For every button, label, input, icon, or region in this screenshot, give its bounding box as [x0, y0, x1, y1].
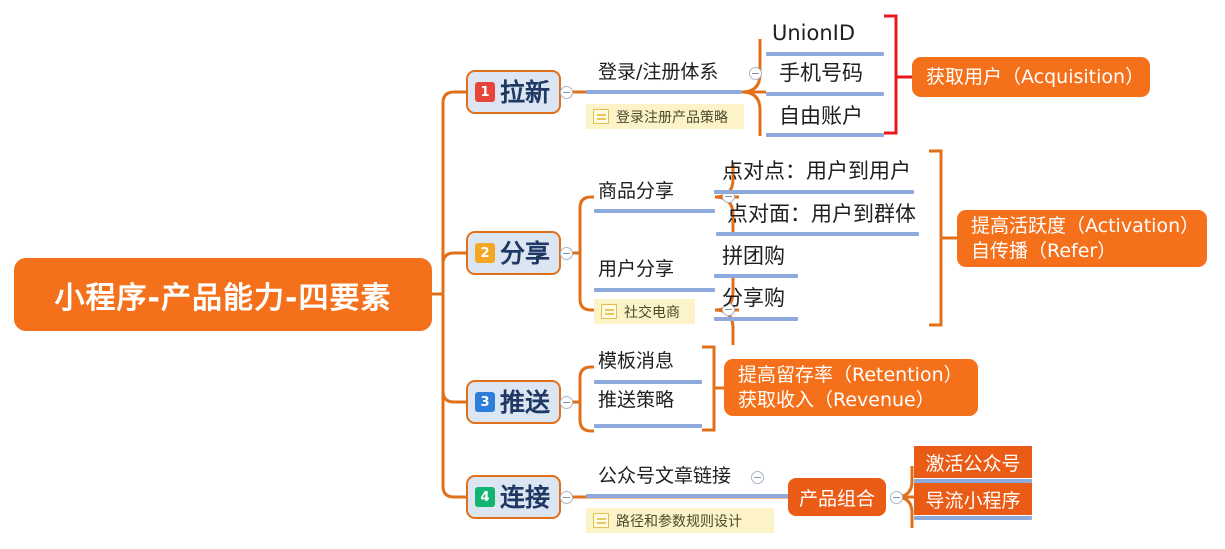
- branch-badge-1: 1: [475, 82, 495, 102]
- branch-node-4[interactable]: 4 连接: [466, 475, 562, 519]
- chip-leaf-4-2[interactable]: 导流小程序: [914, 483, 1032, 515]
- leaf-topic-1-2[interactable]: 手机号码: [779, 61, 863, 85]
- callout-line: 获取用户（Acquisition）: [926, 65, 1145, 88]
- leaf-underline: [716, 232, 919, 236]
- leaf-underline: [714, 274, 798, 278]
- note-label: 路径和参数规则设计: [616, 513, 742, 530]
- leaf-topic-2-1[interactable]: 点对点：用户到用户: [722, 159, 911, 183]
- collapse-minus-icon[interactable]: [751, 471, 764, 484]
- branch-label-2: 分享: [500, 238, 551, 268]
- collapse-minus-icon[interactable]: [560, 491, 573, 504]
- branch-label-4: 连接: [500, 482, 551, 512]
- subtopic-4-1[interactable]: 公众号文章链接: [598, 465, 732, 487]
- collapse-minus-icon[interactable]: [560, 247, 573, 260]
- leaf-underline: [766, 92, 884, 96]
- subtopic-underline: [586, 494, 788, 498]
- branch-badge-4: 4: [475, 487, 495, 507]
- note-lines-icon: [593, 109, 609, 124]
- subtopic-underline: [594, 424, 702, 428]
- note-label: 登录注册产品策略: [616, 109, 728, 126]
- branch-node-3[interactable]: 3 推送: [466, 380, 562, 424]
- collapse-minus-icon[interactable]: [890, 491, 903, 504]
- product-combo-chip[interactable]: 产品组合: [788, 478, 886, 516]
- leaf-underline: [766, 52, 884, 56]
- branch-node-1[interactable]: 1 拉新: [466, 70, 562, 114]
- branch-badge-3: 3: [475, 392, 495, 412]
- collapse-minus-icon[interactable]: [749, 67, 762, 80]
- note-box-4[interactable]: 路径和参数规则设计: [586, 508, 774, 533]
- collapse-minus-icon[interactable]: [560, 396, 573, 409]
- branch-badge-2: 2: [475, 243, 495, 263]
- leaf-topic-1-1[interactable]: UnionID: [772, 21, 856, 45]
- note-lines-icon: [593, 513, 609, 528]
- subtopic-underline: [594, 209, 715, 213]
- subtopic-2-2[interactable]: 用户分享: [598, 258, 675, 280]
- leaf-topic-2-2[interactable]: 点对面：用户到群体: [727, 202, 916, 226]
- branch-label-1: 拉新: [500, 77, 551, 107]
- subtopic-underline: [594, 380, 702, 384]
- leaf-topic-2-3[interactable]: 拼团购: [722, 244, 785, 268]
- subtopic-1-1[interactable]: 登录/注册体系: [598, 61, 719, 83]
- branch-node-2[interactable]: 2 分享: [466, 231, 562, 275]
- root-topic-label: 小程序-产品能力-四要素: [54, 280, 392, 316]
- branch-label-3: 推送: [500, 387, 551, 417]
- note-lines-icon: [601, 304, 617, 319]
- leaf-underline: [914, 516, 1032, 520]
- note-box-1[interactable]: 登录注册产品策略: [586, 104, 744, 129]
- callout-line: 自传播（Refer）: [971, 239, 1117, 262]
- leaf-underline: [714, 317, 798, 321]
- subtopic-2-1[interactable]: 商品分享: [598, 180, 675, 202]
- leaf-topic-2-4[interactable]: 分享购: [722, 286, 785, 310]
- root-topic[interactable]: 小程序-产品能力-四要素: [14, 258, 432, 331]
- callout-box-3[interactable]: 提高留存率（Retention） 获取收入（Revenue）: [724, 359, 978, 416]
- leaf-underline: [714, 190, 914, 194]
- subtopic-3-2[interactable]: 推送策略: [598, 389, 675, 411]
- subtopic-3-1[interactable]: 模板消息: [598, 350, 675, 372]
- subtopic-underline: [594, 288, 715, 292]
- callout-line: 提高留存率（Retention）: [738, 363, 963, 386]
- leaf-underline: [914, 479, 1032, 483]
- chip-leaf-4-1[interactable]: 激活公众号: [914, 446, 1032, 478]
- callout-box-1[interactable]: 获取用户（Acquisition）: [912, 57, 1150, 97]
- collapse-minus-icon[interactable]: [560, 86, 573, 99]
- note-box-2[interactable]: 社交电商: [594, 299, 695, 324]
- note-label: 社交电商: [624, 304, 680, 321]
- leaf-topic-1-3[interactable]: 自由账户: [779, 104, 863, 128]
- subtopic-underline: [586, 90, 742, 94]
- callout-line: 获取收入（Revenue）: [738, 388, 935, 411]
- callout-box-2[interactable]: 提高活跃度（Activation） 自传播（Refer）: [957, 210, 1207, 267]
- callout-line: 提高活跃度（Activation）: [971, 214, 1200, 237]
- leaf-underline: [766, 133, 884, 137]
- collapse-minus-icon[interactable]: [722, 303, 735, 316]
